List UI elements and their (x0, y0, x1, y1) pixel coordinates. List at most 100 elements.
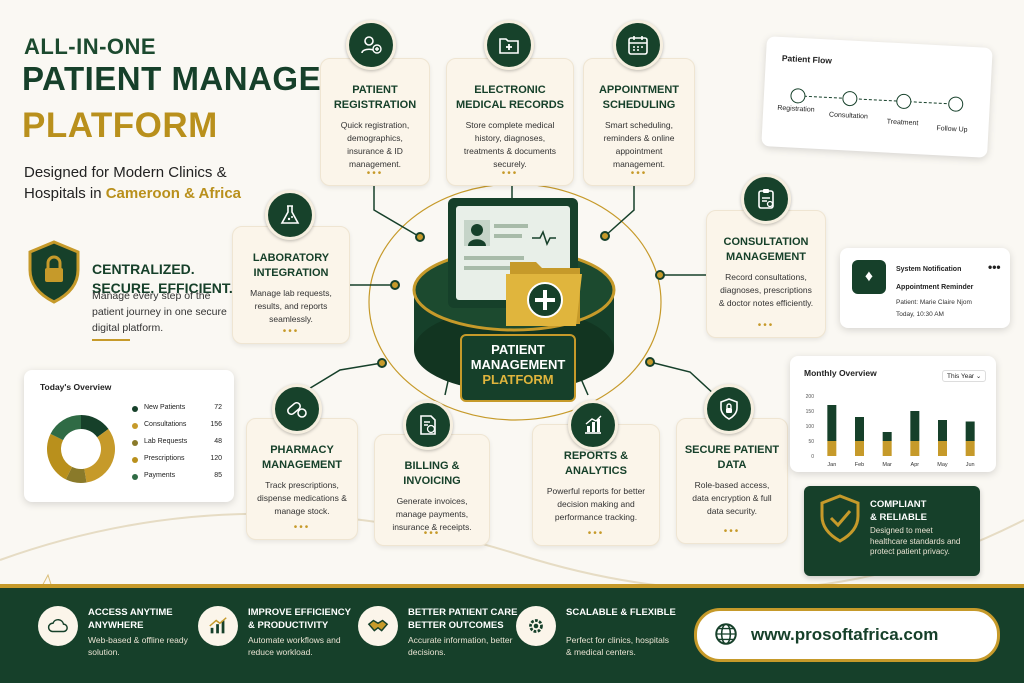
card-dots: ••• (757, 320, 775, 331)
growth-chart-icon (198, 606, 238, 646)
divider (92, 339, 130, 341)
overview-label: Lab Requests (144, 438, 188, 445)
overview-value: 120 (210, 455, 222, 462)
overview-value: 156 (210, 421, 222, 428)
compliant-title-b: & RELIABLE (870, 512, 927, 523)
y-tick-label: 150 (806, 409, 815, 415)
donut-slice-4 (50, 415, 81, 441)
overview-row: Lab Requests 48 (132, 438, 222, 455)
x-tick-label: Feb (855, 462, 864, 468)
pills-icon (272, 384, 322, 434)
feature-desc: Accurate information, better decisions. (408, 635, 513, 657)
overview-donut (47, 415, 115, 483)
card-billing-invoicing[interactable]: BILLING & INVOICING Generate invoices, m… (374, 434, 490, 546)
y-tick-label: 100 (806, 424, 815, 430)
card-patient-registration[interactable]: PATIENT REGISTRATION Quick registration,… (320, 58, 430, 186)
card-title: REPORTS & ANALYTICS (563, 450, 629, 477)
legend-dot (132, 474, 138, 480)
card-title: BILLING & INVOICING (403, 460, 461, 487)
card-secure-patient-data[interactable]: SECURE PATIENT DATA Role-based access, d… (676, 418, 788, 544)
bar-apr-1 (910, 411, 920, 441)
bell-icon: ♦ (852, 260, 886, 294)
legend-dot (132, 423, 138, 429)
bar-jan-1 (827, 405, 837, 441)
website-pill[interactable]: www.prosoftafrica.com (694, 608, 1000, 662)
notification-time: Today, 10:30 AM (896, 311, 944, 318)
chevron-down-icon: ⌄ (975, 373, 982, 380)
gear-icon (516, 606, 556, 646)
centralized-text: Manage every step of the patient journey… (92, 290, 227, 334)
centralized-title: CENTRALIZED. SECURE. EFFICIENT. (92, 260, 242, 298)
chart-title: Monthly Overview (804, 368, 877, 378)
overview-title: Today's Overview (40, 382, 112, 392)
overview-value: 48 (214, 438, 222, 445)
card-desc: Quick registration, demographics, insura… (340, 120, 410, 169)
overview-label: Consultations (144, 421, 187, 428)
donut-slice-2 (65, 466, 87, 483)
bar-mar-0 (882, 441, 892, 456)
centralized-title-b: SECURE. EFFICIENT. (92, 280, 233, 296)
medical-folder-icon (484, 20, 534, 70)
card-title: ELECTRONIC MEDICAL RECORDS (456, 84, 564, 111)
flow-step-registration: Registration (777, 104, 815, 114)
card-desc: Smart scheduling, reminders & online app… (603, 120, 675, 169)
overview-label: New Patients (144, 404, 186, 411)
card-dots: ••• (630, 168, 648, 179)
card-title: CONSULTATION MANAGEMENT (723, 236, 809, 263)
card-desc: Manage lab requests, results, and report… (250, 288, 332, 324)
compliant-title: COMPLIANT & RELIABLE (870, 498, 927, 524)
hero-subtitle: Designed for Modern Clinics & Hospitals … (24, 162, 254, 204)
card-electronic-medical-records[interactable]: ELECTRONIC MEDICAL RECORDS Store complet… (446, 58, 574, 186)
donut-slice-1 (84, 428, 115, 483)
feature-title: SCALABLE & FLEXIBLE (566, 607, 676, 618)
year-dropdown-label: This Year (947, 373, 975, 380)
year-dropdown[interactable]: This Year ⌄ (942, 370, 987, 382)
center-line1: PATIENT (491, 342, 545, 357)
calendar-icon (613, 20, 663, 70)
card-title: PATIENT REGISTRATION (333, 84, 417, 111)
x-tick-label: Apr (911, 462, 920, 468)
card-pharmacy-management[interactable]: PHARMACY MANAGEMENT Track prescriptions,… (246, 418, 358, 540)
card-dots: ••• (723, 526, 741, 537)
feature-desc: Automate workflows and reduce workload. (248, 635, 341, 657)
card-appointment-scheduling[interactable]: APPOINTMENT SCHEDULING Smart scheduling,… (583, 58, 695, 186)
website-link[interactable]: www.prosoftafrica.com (751, 625, 939, 644)
notification-patient: Patient: Marie Claire Njom (896, 299, 972, 306)
footer-gold-stripe (0, 584, 1024, 588)
bar-chart-icon (568, 400, 618, 450)
hero-title-highlight: PLATFORM (22, 106, 218, 145)
y-tick-label: 50 (808, 439, 814, 445)
card-dots: ••• (423, 528, 441, 539)
card-laboratory-integration[interactable]: LABORATORY INTEGRATION Manage lab reques… (232, 226, 350, 344)
flow-step-consultation: Consultation (828, 111, 869, 121)
card-title: PHARMACY MANAGEMENT (261, 444, 343, 471)
cloud-icon (38, 606, 78, 646)
lock-shield-icon (28, 240, 80, 304)
hero-subtitle-b: Hospitals in (24, 185, 102, 202)
x-tick-label: Jun (966, 462, 975, 468)
bar-jan-0 (827, 441, 837, 456)
overview-label: Payments (144, 472, 176, 479)
center-line3: PLATFORM (482, 372, 554, 387)
more-options-icon[interactable]: ••• (988, 260, 1001, 274)
card-consultation-management[interactable]: CONSULTATION MANAGEMENT Record consultat… (706, 210, 826, 338)
center-label: PATIENT MANAGEMENT PLATFORM (460, 334, 576, 402)
flow-step-treatment: Treatment (886, 118, 919, 128)
overview-row: Consultations 156 (132, 421, 222, 438)
center-line2: MANAGEMENT (470, 357, 566, 372)
card-dots: ••• (501, 168, 519, 179)
handshake-icon (358, 606, 398, 646)
globe-icon (715, 623, 737, 645)
x-tick-label: Jan (827, 462, 836, 468)
bar-apr-0 (910, 441, 920, 456)
card-dots: ••• (366, 168, 384, 179)
card-title: SECURE PATIENT DATA (684, 444, 780, 471)
notification-panel[interactable]: ♦ System Notification ••• Appointment Re… (840, 248, 1010, 328)
card-desc: Powerful reports for better decision mak… (546, 486, 646, 522)
card-dots: ••• (587, 528, 605, 539)
